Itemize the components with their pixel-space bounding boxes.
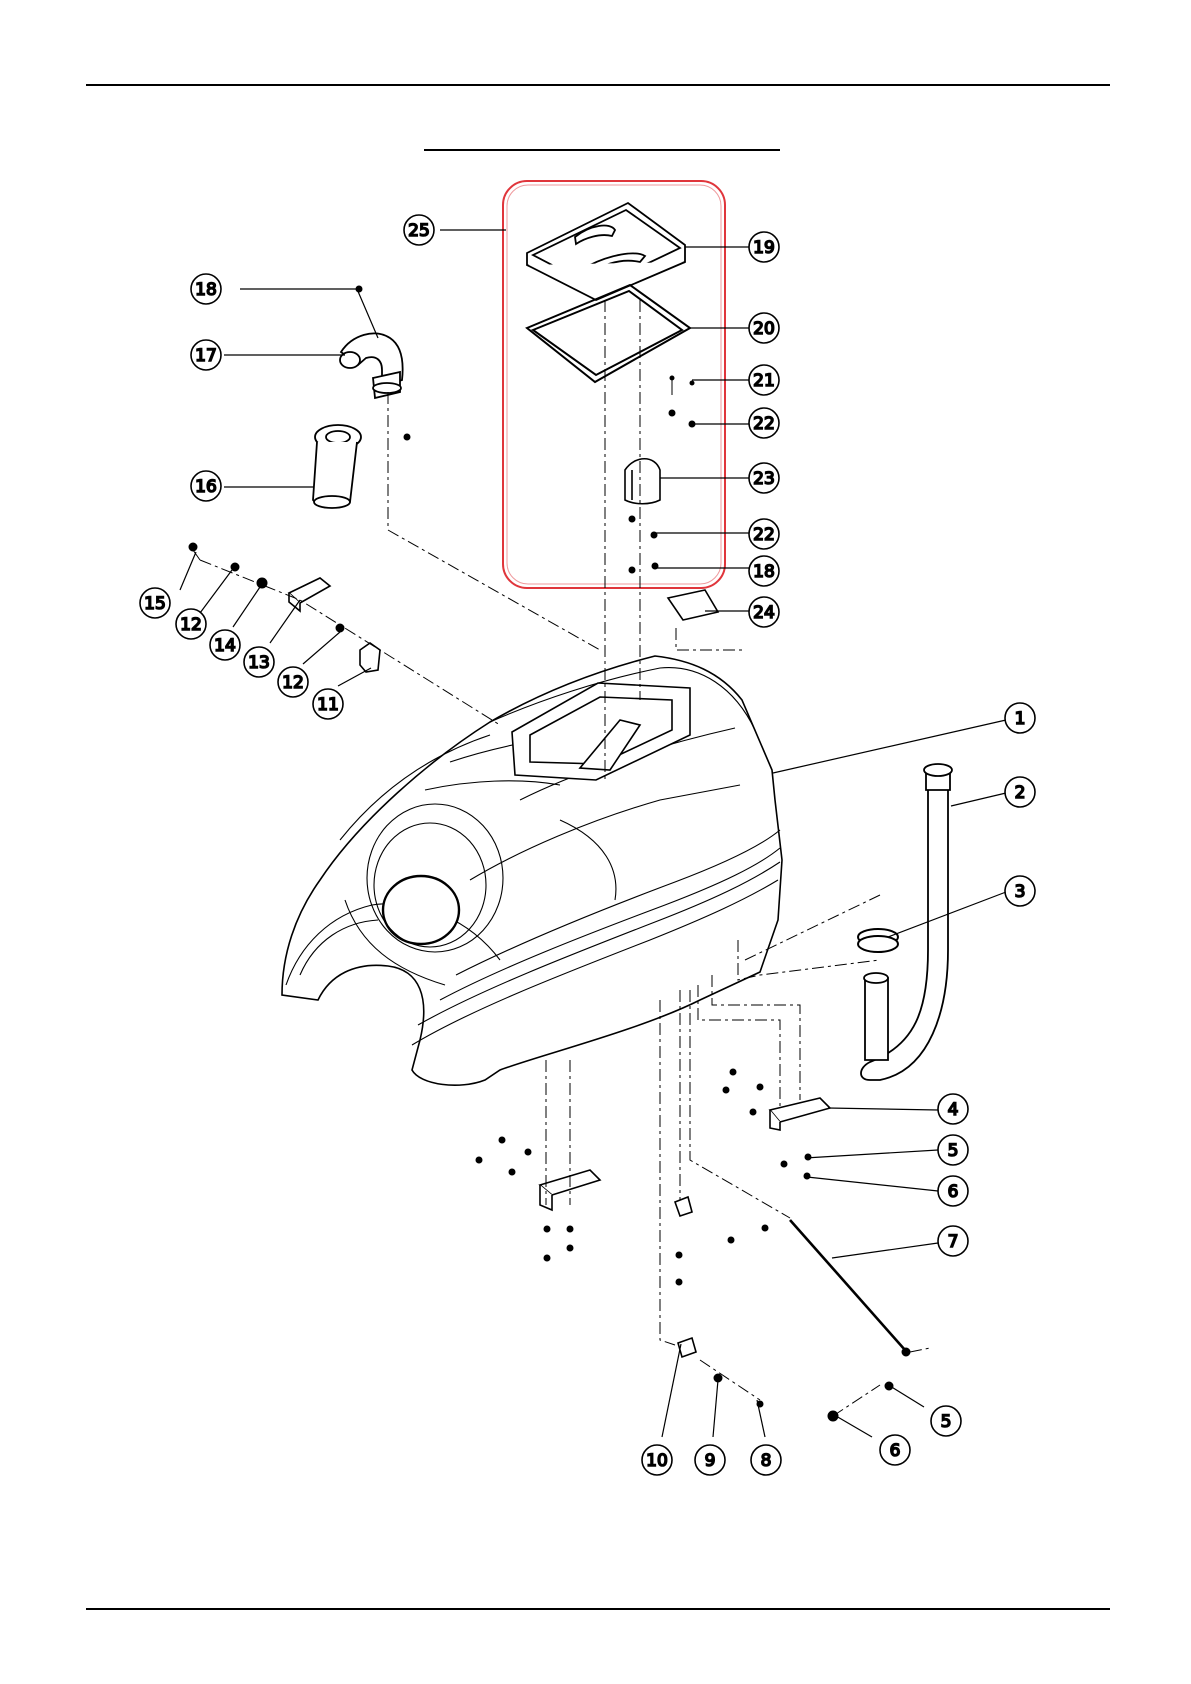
callout-16: 16	[191, 471, 221, 501]
svg-text:18: 18	[195, 280, 217, 300]
svg-text:19: 19	[753, 238, 775, 258]
lid-gasket	[527, 285, 690, 382]
svg-text:6: 6	[890, 1441, 901, 1461]
hinge-bracket-right	[770, 1098, 830, 1130]
svg-text:20: 20	[753, 319, 775, 339]
svg-text:25: 25	[408, 221, 430, 241]
svg-text:4: 4	[948, 1100, 959, 1120]
callout-7: 7	[938, 1226, 968, 1256]
svg-text:16: 16	[195, 477, 217, 497]
svg-text:12: 12	[180, 615, 202, 635]
svg-text:23: 23	[753, 469, 775, 489]
drain-hose	[861, 764, 952, 1080]
callout-22b: 22	[749, 519, 779, 549]
callout-5a: 5	[938, 1135, 968, 1165]
svg-text:22: 22	[753, 414, 775, 434]
svg-text:15: 15	[144, 594, 166, 614]
svg-text:6: 6	[948, 1182, 959, 1202]
callout-12a: 12	[278, 667, 308, 697]
svg-text:7: 7	[948, 1232, 959, 1252]
latch-block	[675, 1197, 692, 1216]
body-circular-port	[383, 876, 459, 944]
callout-14: 14	[210, 630, 240, 660]
filter-cartridge	[313, 425, 361, 508]
bracket-plate	[360, 643, 380, 672]
callout-18b: 18	[749, 556, 779, 586]
svg-text:18: 18	[753, 562, 775, 582]
svg-text:8: 8	[761, 1451, 772, 1471]
svg-text:2: 2	[1015, 783, 1026, 803]
svg-text:13: 13	[248, 653, 270, 673]
svg-text:12: 12	[282, 673, 304, 693]
callout-5b: 5	[931, 1406, 961, 1436]
callout-21: 21	[749, 365, 779, 395]
svg-text:3: 3	[1015, 882, 1026, 902]
callout-11: 11	[313, 689, 343, 719]
callout-22a: 22	[749, 408, 779, 438]
callout-25: 25	[404, 215, 434, 245]
rod-7	[790, 1220, 905, 1350]
svg-text:10: 10	[646, 1451, 668, 1471]
callout-2: 2	[1005, 777, 1035, 807]
elbow-pipe	[340, 333, 403, 398]
svg-text:9: 9	[705, 1451, 716, 1471]
svg-text:5: 5	[948, 1141, 959, 1161]
callout-17: 17	[191, 340, 221, 370]
float-holder	[625, 459, 660, 504]
callout-12b: 12	[176, 609, 206, 639]
hose-clamp	[858, 929, 898, 952]
callout-4: 4	[938, 1094, 968, 1124]
callout-18a: 18	[191, 274, 221, 304]
svg-text:17: 17	[195, 346, 217, 366]
callout-19: 19	[749, 232, 779, 262]
svg-text:5: 5	[941, 1412, 952, 1432]
lid-cover	[527, 203, 685, 300]
callout-23: 23	[749, 463, 779, 493]
svg-text:14: 14	[214, 636, 236, 656]
svg-text:11: 11	[317, 695, 339, 715]
label-sticker	[668, 590, 718, 620]
svg-text:21: 21	[753, 371, 775, 391]
callout-3: 3	[1005, 876, 1035, 906]
callout-6b: 6	[880, 1435, 910, 1465]
callout-8: 8	[751, 1445, 781, 1475]
callout-13: 13	[244, 647, 274, 677]
callout-24: 24	[749, 597, 779, 627]
svg-text:24: 24	[753, 603, 775, 623]
callout-15: 15	[140, 588, 170, 618]
callout-10: 10	[642, 1445, 672, 1475]
callout-1: 1	[1005, 703, 1035, 733]
callout-20: 20	[749, 313, 779, 343]
svg-text:1: 1	[1015, 709, 1026, 729]
callout-6a: 6	[938, 1176, 968, 1206]
callout-9: 9	[695, 1445, 725, 1475]
svg-text:22: 22	[753, 525, 775, 545]
